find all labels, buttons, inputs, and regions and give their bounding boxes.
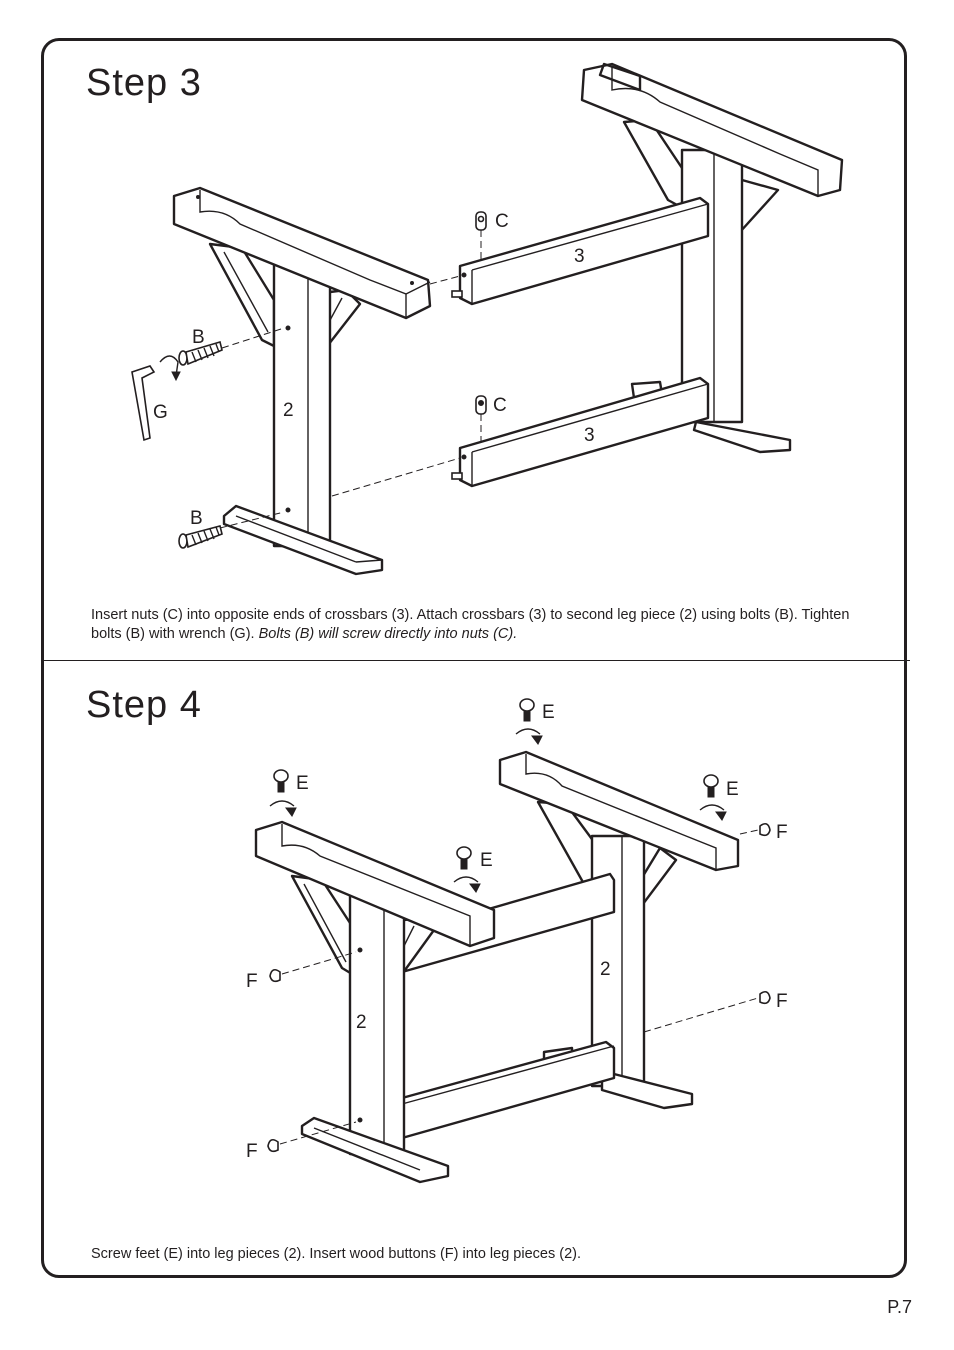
step4-button-4 [267,1121,357,1153]
step4-foot-4 [453,846,481,893]
step3-title: Step 3 [86,62,202,104]
step3-bolt-lower-label: B [190,508,203,529]
step3-wrench [131,355,181,442]
step3-guide-upper [429,275,461,285]
step4-front-leg [254,820,496,1184]
step4-instruction: Screw feet (E) into leg pieces (2). Inse… [91,1246,581,1262]
step3-instruction: Insert nuts (C) into opposite ends of cr… [91,606,871,644]
step4-leg-front-label: 2 [356,1012,367,1033]
step3-crossbar-upper-label: 3 [574,246,585,267]
step3-diagram: 3 3 C C 2 [131,62,844,576]
step4-foot-2-label: E [542,702,555,723]
step3-near-leg [172,186,432,576]
step3-crossbar-lower-label: 3 [584,425,595,446]
page-border [41,38,907,1278]
step4-button-4-label: F [246,1141,258,1162]
step4-button-1 [739,822,771,837]
step3-far-leg [580,62,844,454]
step3-nut-lower-label: C [493,395,507,416]
page-number: P.7 [887,1297,912,1317]
step3-nut-lower [475,395,487,446]
step3-lower-crossbar [451,376,710,488]
step4-foot-2 [515,698,543,745]
step4-title: Step 4 [86,684,202,726]
step3-bolt-upper [178,340,223,366]
step4-crossbar-lower [400,1040,616,1140]
step4-foot-3 [699,774,727,821]
step3-nut-upper [475,211,487,262]
step4-foot-1-label: E [296,773,309,794]
step-divider [41,660,910,661]
step3-leg-label: 2 [283,400,294,421]
step3-bolt-upper-label: B [192,327,205,348]
step4-leg-back-label: 2 [600,959,611,980]
step4-diagram: 2 2 E E [246,698,788,1184]
step3-instruction-text: Insert nuts (C) into opposite ends of cr… [91,607,850,642]
step4-button-2 [269,951,357,983]
step3-upper-crossbar [451,196,710,306]
step3-wrench-label: G [153,402,168,423]
step4-button-2-label: F [246,971,258,992]
step4-foot-4-label: E [480,850,493,871]
step3-instruction-note: Bolts (B) will screw directly into nuts … [258,626,518,642]
step4-foot-1 [269,769,297,817]
step4-foot-3-label: E [726,779,739,800]
step4-button-3 [643,990,771,1033]
step3-nut-upper-label: C [495,211,509,232]
step4-button-1-label: F [776,822,788,843]
step3-bolt-lower [178,525,223,549]
step3-guide-lower [331,457,461,497]
step4-back-leg [498,750,740,1110]
step4-button-3-label: F [776,991,788,1012]
